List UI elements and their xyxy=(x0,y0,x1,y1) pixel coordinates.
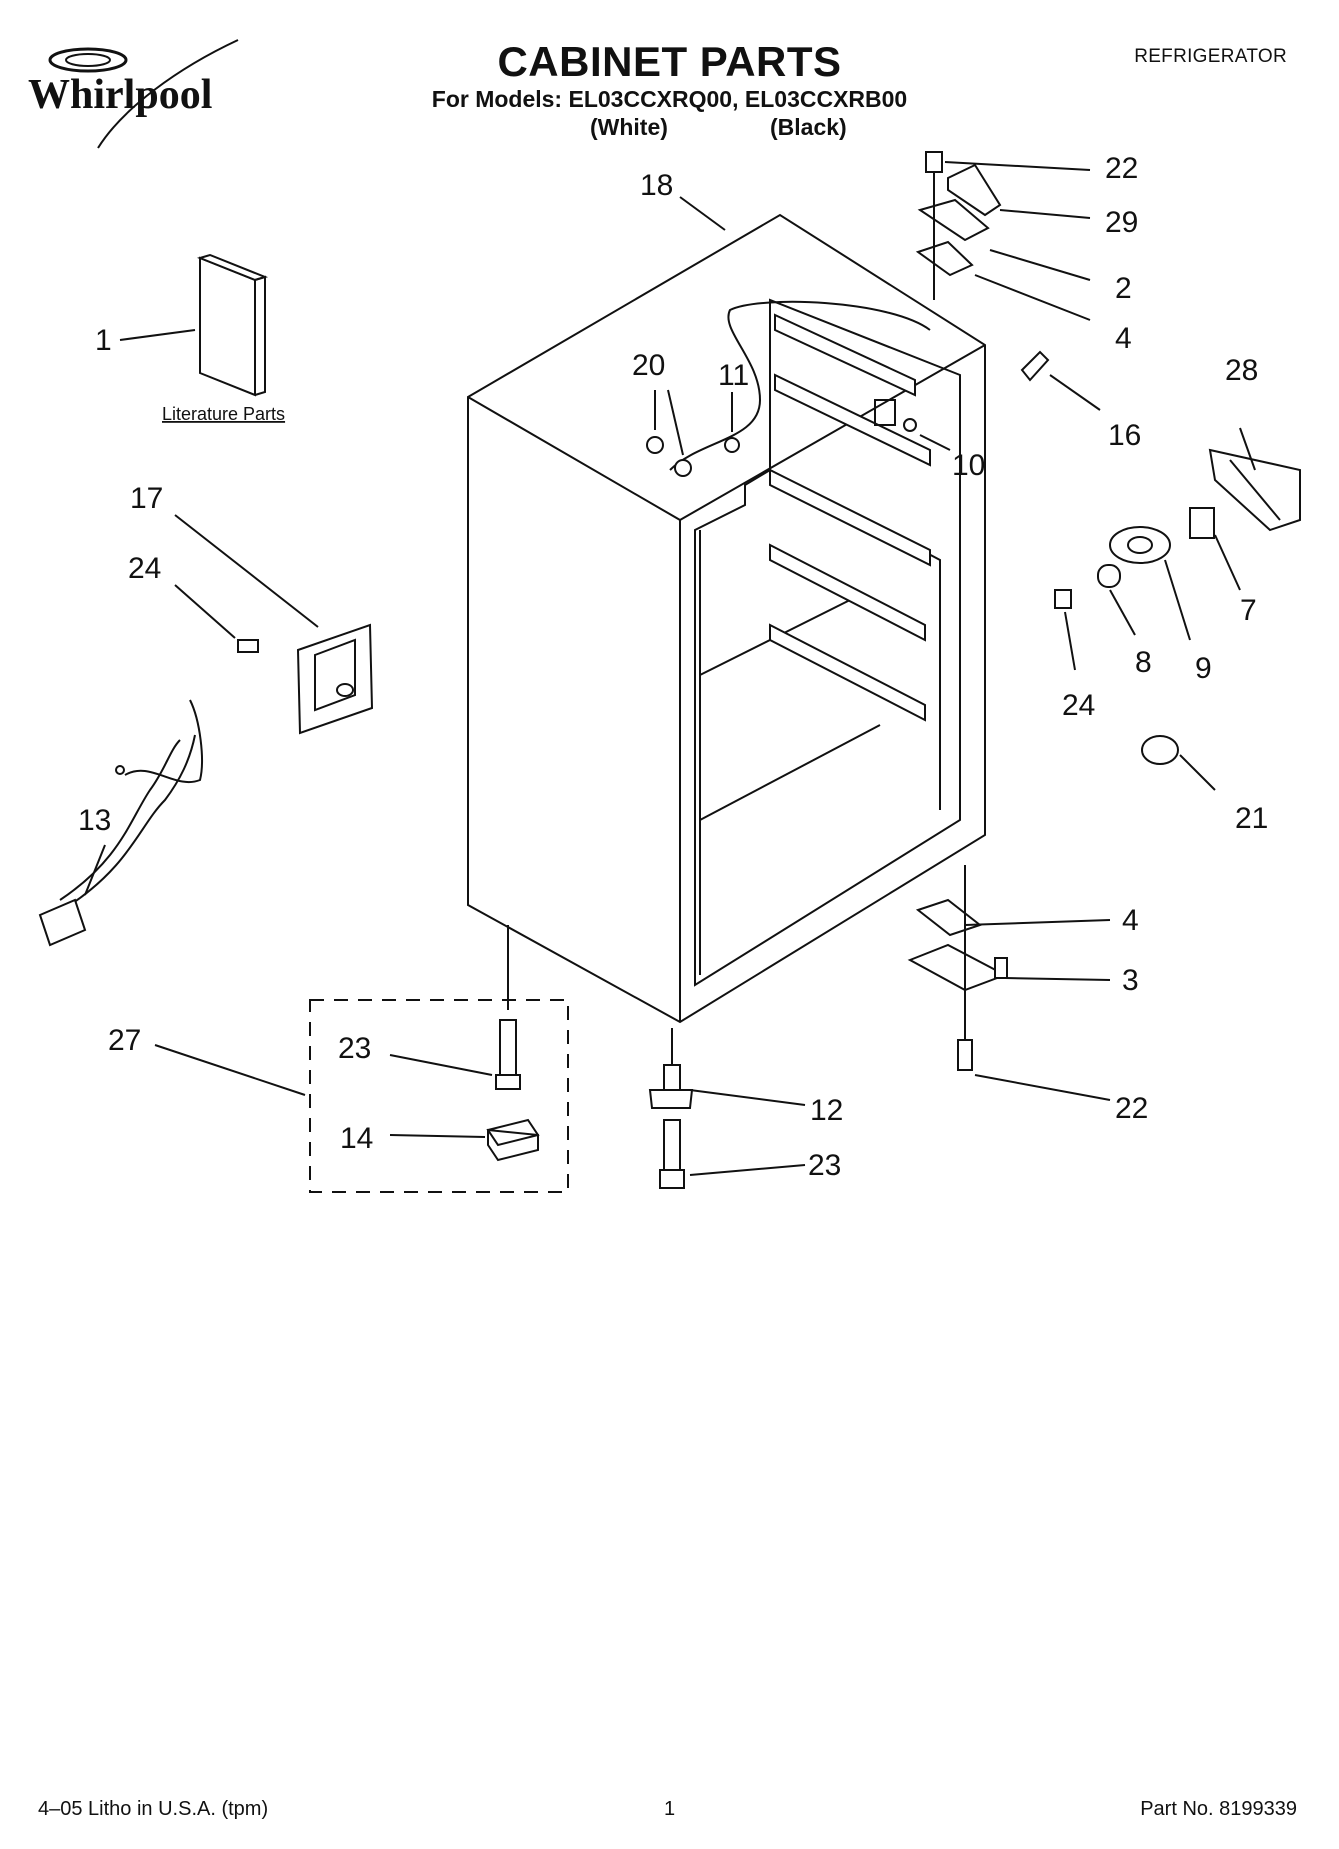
part-13-power-cord xyxy=(38,699,203,947)
part-7-switch xyxy=(1189,507,1215,539)
callout-9: 9 xyxy=(1195,652,1212,685)
top-hinge-parts xyxy=(915,151,1002,300)
callout-24-right: 24 xyxy=(1062,689,1095,722)
callout-22-bottom: 22 xyxy=(1115,1092,1148,1125)
part-23-leveling-bolt xyxy=(486,1019,540,1162)
callout-1: 1 xyxy=(95,324,112,357)
models-line: For Models: EL03CCXRQ00, EL03CCXRB00 xyxy=(431,86,908,112)
part-17-bracket xyxy=(237,623,374,735)
callout-18: 18 xyxy=(640,169,673,202)
callout-7: 7 xyxy=(1240,594,1257,627)
whirlpool-logo: Whirlpool xyxy=(28,38,260,156)
callout-11: 11 xyxy=(718,359,749,392)
part-16-clip xyxy=(1020,350,1050,382)
callout-10: 10 xyxy=(952,449,985,482)
callout-21: 21 xyxy=(1235,802,1268,835)
variant-white: (White) xyxy=(590,114,668,140)
part-12-leg xyxy=(648,1028,694,1189)
shelf-rails xyxy=(769,313,931,722)
callout-8: 8 xyxy=(1135,646,1152,679)
part-11-screw xyxy=(724,437,740,453)
callout-23-leg: 23 xyxy=(808,1149,841,1182)
callout-numbers: 1 2 3 4 4 7 8 9 10 11 12 13 14 16 17 18 … xyxy=(78,152,1268,1182)
part-24-screw xyxy=(1054,589,1072,609)
page-number: 1 xyxy=(663,1798,676,1820)
variant-black: (Black) xyxy=(770,114,847,140)
part-28-cover xyxy=(1208,448,1301,532)
literature-parts-label: Literature Parts xyxy=(162,404,285,424)
callout-23-box: 23 xyxy=(338,1032,371,1065)
part-8-knob xyxy=(1097,564,1121,588)
leader-lines xyxy=(84,161,1256,1176)
part-9-knob-plate xyxy=(1109,526,1171,564)
part-10-screw xyxy=(903,418,917,432)
callout-2: 2 xyxy=(1115,272,1132,305)
callout-28: 28 xyxy=(1225,354,1258,387)
category-label: REFRIGERATOR xyxy=(1134,46,1287,67)
logo-swirl-icon xyxy=(48,47,128,73)
callout-13: 13 xyxy=(78,804,111,837)
callout-20: 20 xyxy=(632,349,665,382)
brand-wordmark: Whirlpool xyxy=(28,72,212,118)
literature-parts: Literature Parts xyxy=(119,253,285,424)
page-title: CABINET PARTS xyxy=(497,38,842,85)
part-20-plug xyxy=(646,436,664,454)
callout-16: 16 xyxy=(1108,419,1141,452)
callout-12: 12 xyxy=(810,1094,843,1127)
part-21-light-socket xyxy=(1141,735,1179,765)
callout-22-top: 22 xyxy=(1105,152,1138,185)
callout-24-left: 24 xyxy=(128,552,161,585)
bottom-hinge-parts xyxy=(907,865,1008,1071)
litho-note: 4–05 Litho in U.S.A. (tpm) xyxy=(38,1798,269,1820)
callout-29: 29 xyxy=(1105,206,1138,239)
part-number: Part No. 8199339 xyxy=(1140,1798,1297,1820)
callout-4-top: 4 xyxy=(1115,322,1132,355)
callout-27: 27 xyxy=(108,1024,141,1057)
callout-4-bottom: 4 xyxy=(1122,904,1139,937)
callout-3: 3 xyxy=(1122,964,1139,997)
callout-17: 17 xyxy=(130,482,163,515)
callout-14: 14 xyxy=(340,1122,373,1155)
cabinet-body xyxy=(467,213,986,1024)
